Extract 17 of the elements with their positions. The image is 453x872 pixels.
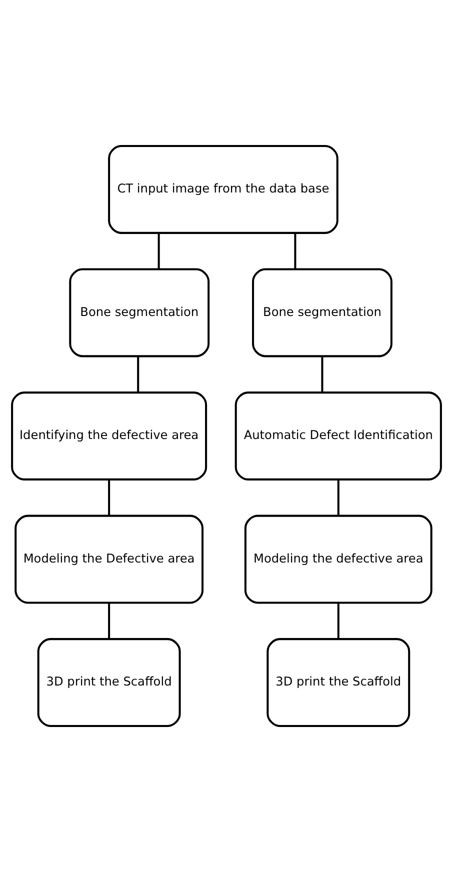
connector: [137, 356, 140, 393]
connector: [337, 479, 340, 516]
connector: [108, 602, 110, 640]
connector: [158, 232, 160, 270]
node-box: CT input image from the data base: [108, 145, 338, 234]
node-box: Bone segmentation: [69, 268, 210, 358]
node-box: Modeling the defective area: [244, 514, 432, 604]
node-box: 3D print the Scaffold: [266, 638, 410, 727]
node-box: Automatic Defect Identification: [234, 392, 442, 480]
node-box: Bone segmentation: [252, 268, 392, 358]
node-box: 3D print the Scaffold: [37, 638, 181, 727]
connector: [108, 479, 110, 516]
connector: [294, 232, 296, 270]
connector: [321, 356, 324, 393]
node-box: Identifying the defective area: [11, 392, 208, 480]
connector: [337, 602, 340, 640]
node-box: Modeling the Defective area: [14, 514, 204, 604]
